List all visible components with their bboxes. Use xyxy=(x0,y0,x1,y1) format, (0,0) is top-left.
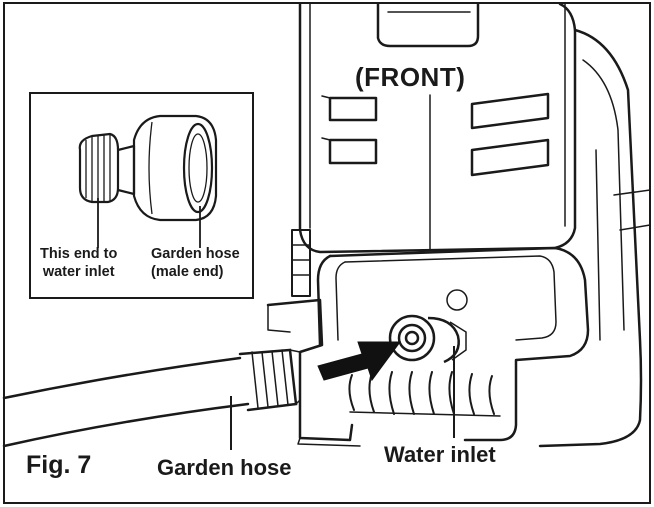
outer-frame xyxy=(3,2,651,504)
hose-adapter-illustration xyxy=(78,114,218,222)
inset-right-line2: (male end) xyxy=(151,264,224,280)
inset-left-line1: This end to xyxy=(40,246,118,262)
water-inlet-label: Water inlet xyxy=(384,442,496,467)
inset-right-line1: Garden hose xyxy=(151,246,240,262)
garden-hose-label: Garden hose xyxy=(157,455,292,480)
water-inlet-connector xyxy=(388,314,467,364)
inlet-direction-arrow xyxy=(317,341,401,382)
garden-hose xyxy=(2,348,301,448)
inset-right-caption: Garden hose (male end) xyxy=(151,245,240,281)
inset-left-caption: This end to water inlet xyxy=(40,245,117,281)
figure-number: Fig. 7 xyxy=(26,451,92,479)
front-label: (FRONT) xyxy=(355,62,466,92)
inset-left-line2: water inlet xyxy=(42,264,115,280)
pressure-washer-body xyxy=(266,2,651,448)
